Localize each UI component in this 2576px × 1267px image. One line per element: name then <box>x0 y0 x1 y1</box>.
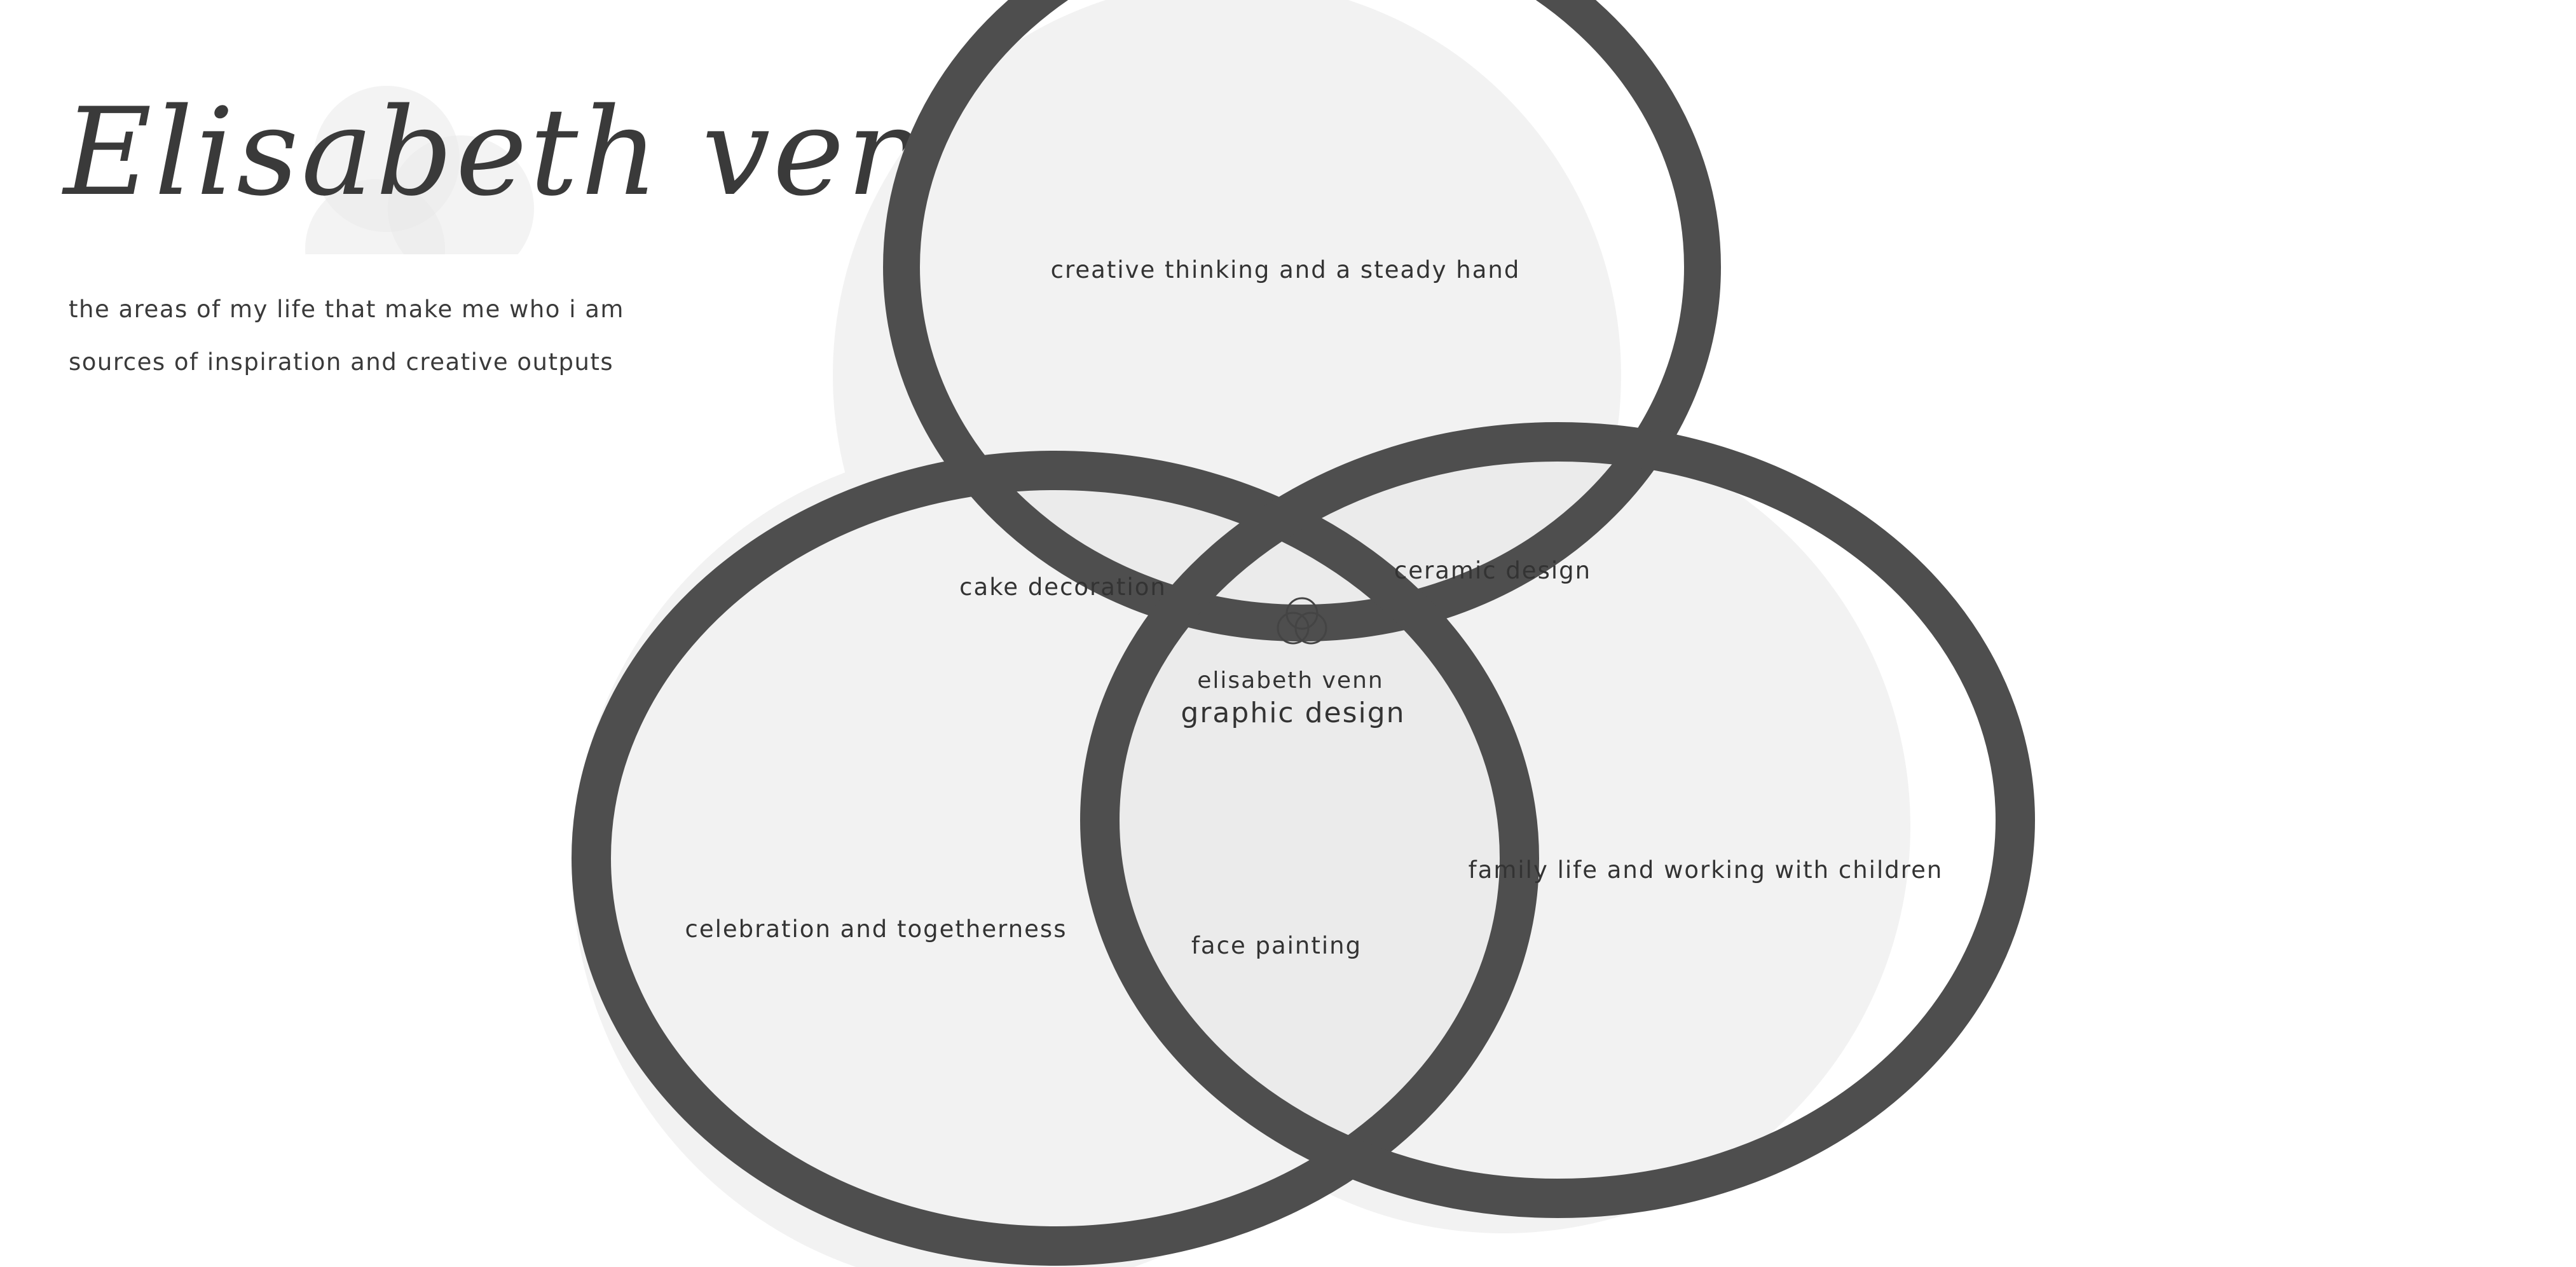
circle-right-label: family life and working with children <box>1469 856 1943 884</box>
logo: Elisabeth venn <box>64 76 1005 254</box>
intersection-top-right-label: ceramic design <box>1394 557 1591 584</box>
logo-circles-graphic <box>305 86 534 254</box>
venn-icon <box>1277 597 1327 645</box>
tagline-secondary: sources of inspiration and creative outp… <box>69 348 614 376</box>
intersection-top-left-label: cake decoration <box>959 573 1167 601</box>
circle-left-outline <box>572 451 1539 1266</box>
center-title-label: graphic design <box>1181 697 1405 729</box>
intersection-left-right-label: face painting <box>1191 932 1362 959</box>
circle-left-label: celebration and togetherness <box>685 915 1067 943</box>
center-name-label: elisabeth venn <box>1197 668 1383 694</box>
venn-outlines <box>572 0 2035 1266</box>
circle-right-outline <box>1080 422 2035 1218</box>
logo-wordmark: Elisabeth venn <box>64 82 1008 223</box>
circle-top-outline <box>883 0 1721 641</box>
tagline-primary: the areas of my life that make me who i … <box>69 296 624 323</box>
circle-top-label: creative thinking and a steady hand <box>1051 256 1521 284</box>
